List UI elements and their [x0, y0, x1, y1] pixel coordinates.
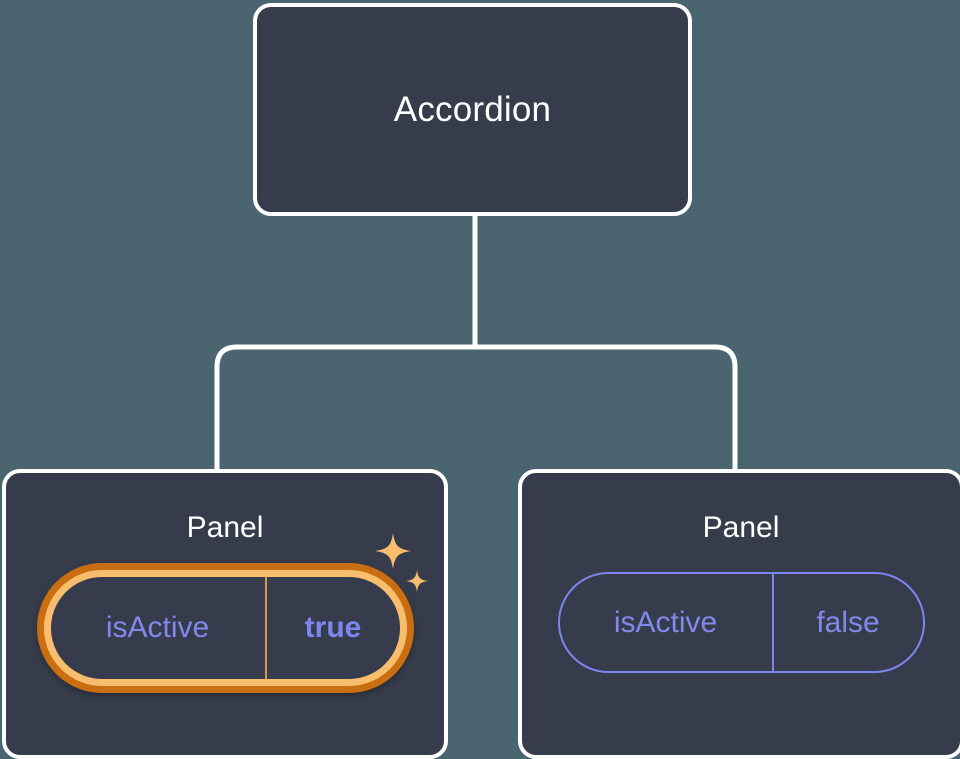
prop-key: isActive — [560, 574, 774, 671]
prop-pill-is-active-true[interactable]: isActive true — [43, 570, 407, 686]
prop-key: isActive — [51, 577, 267, 679]
node-panel-active-label: Panel — [186, 511, 264, 544]
node-panel-inactive-label: Panel — [702, 511, 780, 544]
node-accordion-label: Accordion — [393, 90, 552, 129]
node-panel-active[interactable]: Panel isActive true — [2, 469, 448, 759]
prop-pill-inactive-wrapper: isActive false — [522, 572, 960, 673]
connector-branch-bar — [214, 344, 738, 471]
prop-value: false — [816, 605, 880, 639]
prop-value: true — [304, 611, 362, 644]
diagram-canvas: Accordion Panel isActive true Panel isAc… — [2, 3, 960, 759]
prop-pill-active-wrapper: isActive true — [6, 533, 444, 693]
node-accordion[interactable]: Accordion — [253, 3, 692, 216]
prop-pill-highlight-ring: isActive true — [36, 563, 414, 693]
node-panel-inactive[interactable]: Panel isActive false — [518, 469, 960, 759]
prop-pill-is-active-false[interactable]: isActive false — [557, 572, 925, 673]
